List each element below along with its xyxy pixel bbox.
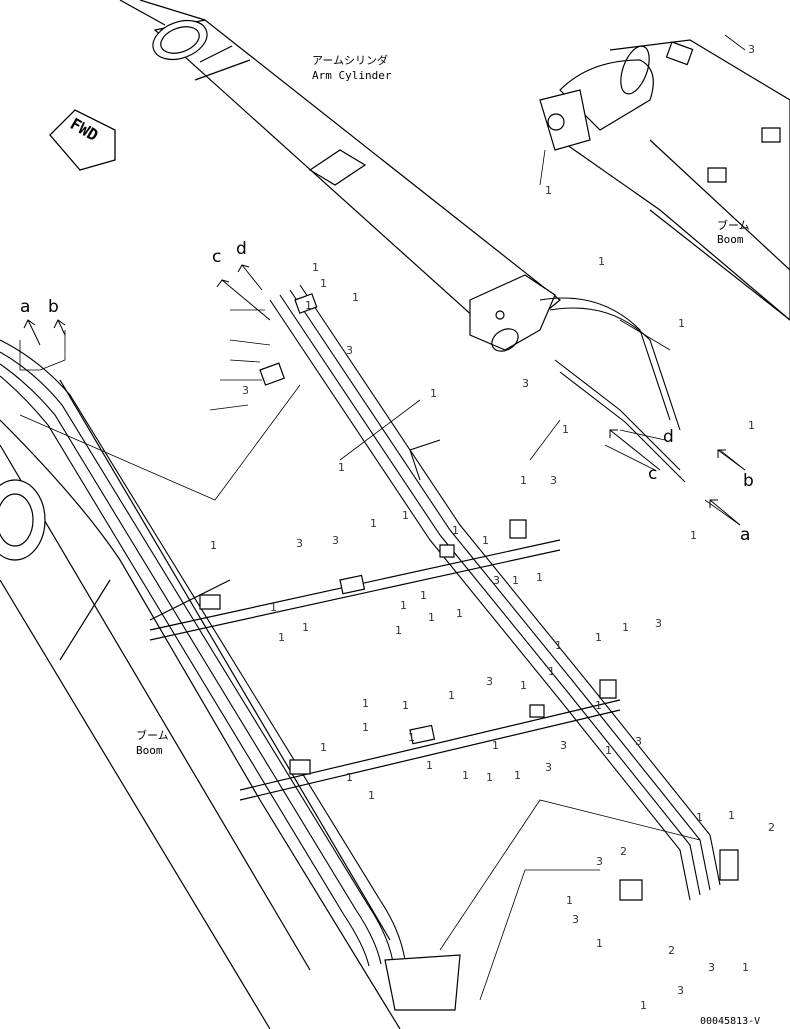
callout-number: 1	[514, 769, 521, 782]
callout-number: 1	[748, 419, 755, 432]
callout-number: 3	[708, 961, 715, 974]
boom-lower-label-jp: ブーム	[136, 729, 169, 742]
callout-number: 1	[512, 574, 519, 587]
callout-number: 1	[462, 769, 469, 782]
callout-number: 1	[482, 534, 489, 547]
callout-number: 3	[550, 474, 557, 487]
callout-number: 1	[596, 937, 603, 950]
callout-number: 2	[620, 845, 627, 858]
callout-number: 1	[595, 699, 602, 712]
callout-number: 1	[622, 621, 629, 634]
callout-number: 1	[402, 699, 409, 712]
callout-number: 1	[278, 631, 285, 644]
callout-number: 1	[400, 599, 407, 612]
callout-number: 1	[420, 589, 427, 602]
callout-number: 1	[452, 524, 459, 537]
callout-number: 1	[728, 809, 735, 822]
callout-number: 1	[270, 601, 277, 614]
callout-number: 1	[486, 771, 493, 784]
callout-number: 1	[536, 571, 543, 584]
callout-number: 1	[678, 317, 685, 330]
callout-number: 1	[520, 679, 527, 692]
arm-cylinder-drawing	[120, 0, 560, 356]
callout-number: 1	[595, 631, 602, 644]
callout-number: 1	[408, 731, 415, 744]
callout-number: 3	[635, 735, 642, 748]
callout-number: 1	[302, 621, 309, 634]
upper-boom-drawing	[540, 40, 790, 320]
callout-number: 2	[668, 944, 675, 957]
callout-number: 3	[522, 377, 529, 390]
callout-number: 1	[696, 811, 703, 824]
callout-number: 1	[742, 961, 749, 974]
callout-number: 3	[748, 43, 755, 56]
callout-number: 1	[338, 461, 345, 474]
callout-number: 1	[320, 277, 327, 290]
callout-number: 1	[426, 759, 433, 772]
callout-number: 1	[566, 894, 573, 907]
letter-b-right: b	[743, 471, 754, 491]
callout-number: 3	[572, 913, 579, 926]
callout-number: 1	[548, 665, 555, 678]
callout-number: 1	[305, 299, 312, 312]
callout-number: 1	[402, 509, 409, 522]
clamp-assemblies	[150, 294, 738, 1010]
leader-lines	[20, 35, 745, 1000]
callout-number: 1	[368, 789, 375, 802]
callout-number: 1	[312, 261, 319, 274]
callout-number: 1	[346, 771, 353, 784]
arrow-marks	[24, 265, 745, 525]
letter-d-top: d	[236, 239, 247, 259]
callout-number: 1	[598, 255, 605, 268]
callout-number: 3	[677, 984, 684, 997]
callout-number: 1	[545, 184, 552, 197]
callout-number: 2	[768, 821, 775, 834]
callout-number: 3	[560, 739, 567, 752]
callout-number: 1	[562, 423, 569, 436]
callout-number: 3	[545, 761, 552, 774]
callout-number: 1	[520, 474, 527, 487]
callout-number: 1	[352, 291, 359, 304]
callout-number: 3	[296, 537, 303, 550]
callout-number: 3	[242, 384, 249, 397]
callout-number: 3	[596, 855, 603, 868]
hydraulic-lines	[0, 285, 720, 966]
callout-number: 1	[428, 611, 435, 624]
callout-number: 3	[493, 574, 500, 587]
letter-c-top: c	[212, 247, 222, 267]
callout-number: 1	[430, 387, 437, 400]
letter-d-right: d	[663, 427, 674, 447]
callout-number: 1	[210, 539, 217, 552]
callout-number: 1	[370, 517, 377, 530]
callout-number: 1	[448, 689, 455, 702]
letter-a-right: a	[740, 525, 751, 545]
callout-number: 1	[362, 721, 369, 734]
callout-number: 1	[555, 639, 562, 652]
callout-number: 1	[492, 739, 499, 752]
arm-cylinder-label-jp: アームシリンダ	[312, 54, 389, 67]
callout-number: 3	[332, 534, 339, 547]
callout-number: 1	[320, 741, 327, 754]
boom-upper-label-jp: ブーム	[717, 219, 750, 232]
callout-number: 1	[640, 999, 647, 1012]
callout-number: 3	[346, 344, 353, 357]
callout-number: 1	[605, 744, 612, 757]
letter-b-left: b	[48, 297, 59, 317]
boom-lower-label-en: Boom	[136, 744, 163, 757]
letter-c-right: c	[648, 464, 658, 484]
callout-number: 3	[486, 675, 493, 688]
fwd-arrow-shape	[50, 110, 115, 170]
callout-number: 1	[395, 624, 402, 637]
arm-cylinder-label-en: Arm Cylinder	[312, 69, 392, 82]
drawing-number: 00045813-V	[700, 1016, 761, 1027]
callout-number: 1	[690, 529, 697, 542]
callout-number: 1	[362, 697, 369, 710]
boom-upper-label-en: Boom	[717, 233, 744, 246]
letter-a-left: a	[20, 297, 31, 317]
callout-number: 3	[655, 617, 662, 630]
lower-boom-drawing	[0, 380, 400, 1029]
callout-number: 1	[456, 607, 463, 620]
